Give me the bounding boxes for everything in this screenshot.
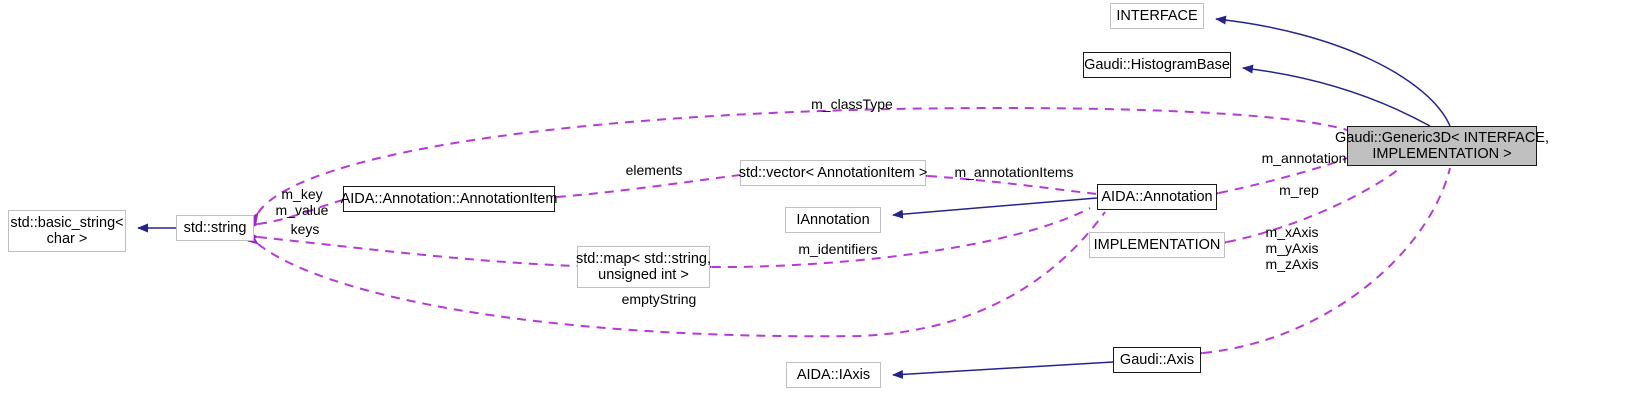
edge-iannotation-annotation [892,197,1098,219]
edge-interface-generic3d [1215,15,1451,127]
node-implementation[interactable]: IMPLEMENTATION [1089,232,1225,258]
edge-label-elements: elements [625,162,683,178]
edge-label-emptystring: emptyString [621,291,697,307]
edge-label-m-annotationitems: m_annotationItems [954,164,1074,180]
node-iannotation[interactable]: IAnnotation [785,207,881,233]
node-interface[interactable]: INTERFACE [1110,3,1204,29]
node-aida-annotation-annotationitem[interactable]: AIDA::Annotation::AnnotationItem [341,186,557,212]
node-aida-annotation[interactable]: AIDA::Annotation [1097,184,1217,210]
node-gaudi-axis[interactable]: Gaudi::Axis [1113,347,1201,373]
node-gaudi-histogrambase[interactable]: Gaudi::HistogramBase [1083,52,1231,78]
node-std-map[interactable]: std::map< std::string, unsigned int > [576,246,711,288]
edge-gaudiaxis-generic3d-axes [1192,167,1451,359]
edge-label-m-key-m-value: m_key m_value [275,186,329,219]
edge-label-m-rep: m_rep [1279,182,1319,198]
node-std-vector-annotationitem[interactable]: std::vector< AnnotationItem > [739,160,927,186]
node-std-string[interactable]: std::string [176,215,254,241]
edge-label-m-identifiers: m_identifiers [798,241,878,257]
edge-stdstring-stdmap-keys [247,231,578,267]
edge-histbase-generic3d [1242,64,1431,127]
edge-label-m-classtype: m_classType [811,96,893,112]
node-aida-iaxis[interactable]: AIDA::IAxis [786,362,881,388]
edge-annotitem-stdvector-elements [546,174,741,203]
edge-label-m-axes: m_xAxis m_yAxis m_zAxis [1265,224,1319,273]
edge-label-m-annotation: m_annotation [1261,150,1347,166]
edge-iaxis-gaudiaxis [892,361,1114,379]
node-gaudi-generic3d[interactable]: Gaudi::Generic3D< INTERFACE, IMPLEMENTAT… [1335,126,1549,166]
edge-stdmap-annotation-identifiers [701,207,1091,272]
edge-label-keys: keys [290,221,320,237]
node-std-basic-string[interactable]: std::basic_string< char > [8,210,126,252]
